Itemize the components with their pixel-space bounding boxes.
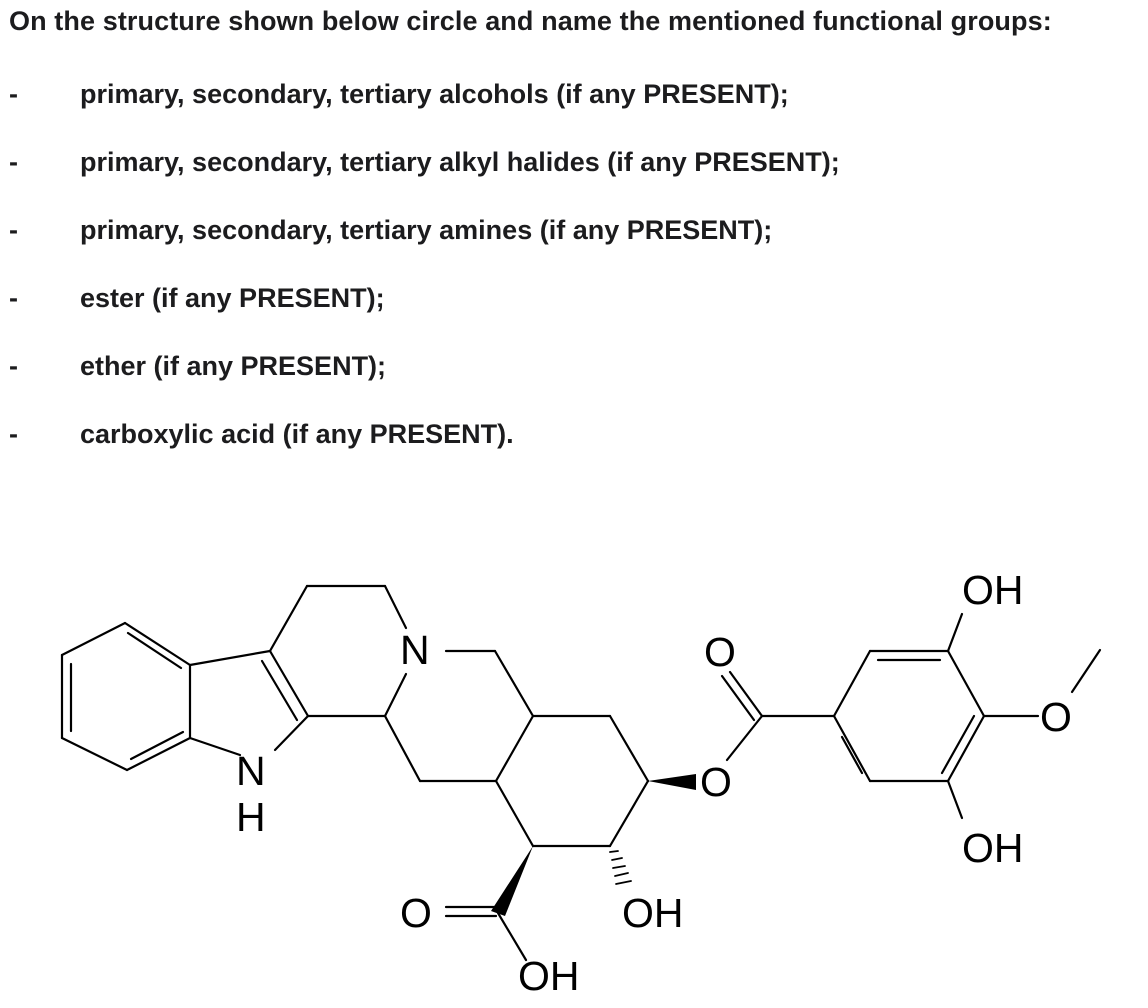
pyrrole-ring (188, 649, 310, 757)
hashed-bond (609, 850, 632, 885)
group-ester: ester (if any PRESENT); (80, 283, 385, 313)
benzene-ring (60, 621, 192, 772)
bullet: - (9, 351, 18, 381)
acid-carbonyl-o-label: O (400, 890, 432, 936)
bullet: - (9, 283, 18, 313)
alcohol-oh-label: OH (622, 890, 684, 936)
aryl-oh-bottom-label: OH (962, 825, 1024, 871)
bullet: - (9, 215, 18, 245)
indole-h-label: H (236, 794, 266, 840)
indole-n-label: N (236, 748, 266, 794)
aryl-oh-top-label: OH (962, 567, 1024, 613)
bullet: - (9, 419, 18, 449)
ester-linkage (648, 670, 836, 790)
aryl-ring (832, 612, 1102, 820)
question-prompt: On the structure shown below circle and … (9, 6, 1052, 36)
ring-c (268, 584, 408, 718)
ring-d (383, 649, 535, 783)
bullet: - (9, 79, 18, 109)
ester-o-label: O (700, 759, 732, 805)
bullet: - (9, 147, 18, 177)
carboxylic-acid (444, 846, 533, 962)
ring-e (494, 714, 650, 848)
group-amines: primary, secondary, tertiary amines (if … (80, 215, 773, 245)
acid-oh-label: OH (518, 953, 580, 999)
methoxy-o-label: O (1040, 694, 1072, 740)
group-alcohols: primary, secondary, tertiary alcohols (i… (80, 79, 789, 109)
ring-n-label: N (400, 627, 430, 673)
group-alkyl-halides: primary, secondary, tertiary alkyl halid… (80, 147, 840, 177)
group-ether: ether (if any PRESENT); (80, 351, 387, 381)
ester-carbonyl-o-label: O (704, 629, 736, 675)
group-carboxylic-acid: carboxylic acid (if any PRESENT). (80, 419, 514, 449)
